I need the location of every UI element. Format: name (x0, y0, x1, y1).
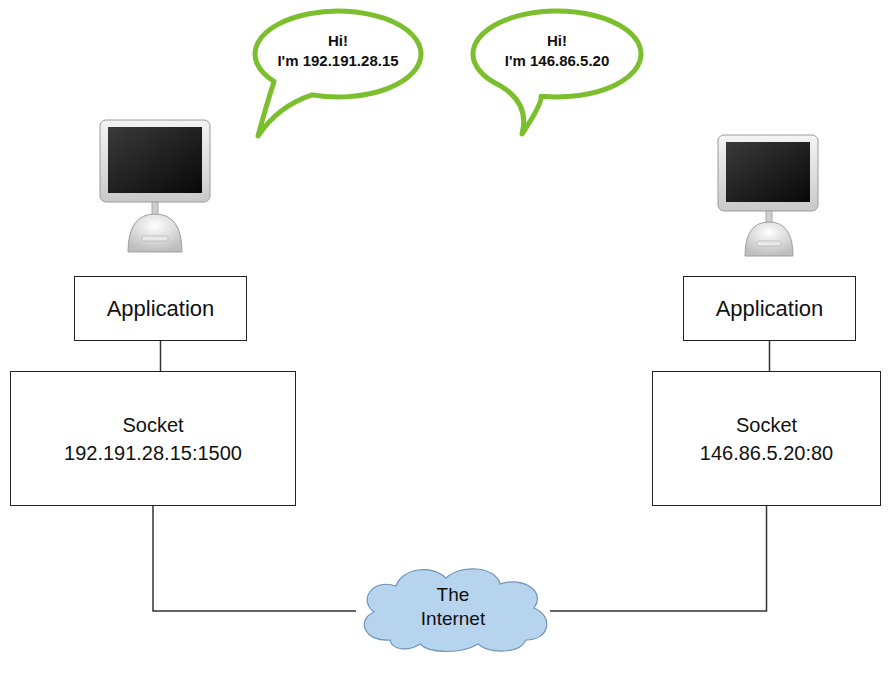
right-computer (718, 135, 818, 256)
greeting-text: I'm 146.86.5.20 (505, 51, 609, 71)
greeting-text: Hi! (547, 31, 567, 51)
greeting-text: I'm 192.191.28.15 (277, 51, 398, 71)
speech-bubble: Hi!I'm 146.86.5.20 (470, 8, 644, 100)
node-label: The Internet (421, 583, 485, 631)
network-link (160, 341, 162, 371)
outline-path (364, 569, 547, 652)
internet-cloud: The Internet (350, 562, 556, 652)
socket-label: Socket (736, 412, 797, 438)
cloud-outline (350, 562, 556, 652)
socket-label: Socket (122, 412, 183, 438)
node-label: Application (107, 296, 215, 322)
socket-address: 146.86.5.20:80 (700, 440, 833, 466)
node-label: Application (716, 296, 824, 322)
socket-address: 192.191.28.15:1500 (64, 440, 242, 466)
application-box: Application (74, 276, 247, 341)
outline-path (255, 11, 421, 136)
network-link (153, 506, 356, 611)
application-box: Application (683, 276, 856, 341)
network-link (769, 341, 771, 371)
greeting-text: Hi! (328, 31, 348, 51)
speech-bubble: Hi!I'm 192.191.28.15 (252, 8, 424, 100)
socket-box: Socket192.191.28.15:1500 (10, 371, 296, 506)
outline-path (473, 11, 641, 134)
socket-box: Socket146.86.5.20:80 (652, 371, 881, 506)
network-link (550, 506, 767, 611)
left-computer (100, 120, 210, 252)
